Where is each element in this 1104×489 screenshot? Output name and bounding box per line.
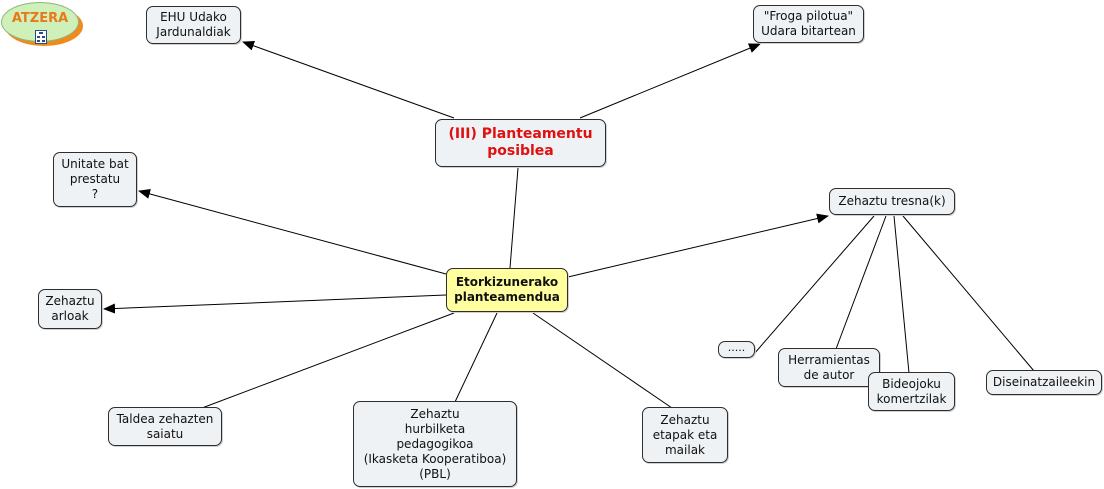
edge-core-taldea — [201, 312, 455, 409]
node-herramientas-de-autor[interactable]: Herramientas de autor — [778, 348, 880, 387]
atzera-back-button[interactable]: ATZERA — [1, 2, 85, 48]
concept-map-icon — [35, 30, 47, 44]
node-zehaztu-tresnak[interactable]: Zehaztu tresna(k) — [829, 188, 955, 215]
edge-core-arloak — [103, 294, 447, 314]
edge-hub-ehu — [242, 41, 455, 119]
node-froga-pilotua[interactable]: "Froga pilotua" Udara bitartean — [753, 5, 864, 43]
node-ellipsis[interactable]: ..... — [718, 341, 755, 358]
node-bideojoku-komertzilak[interactable]: Bideojoku komertzilak — [868, 372, 955, 411]
edge-core-unitate — [138, 189, 447, 275]
edge-tresna-dots — [753, 215, 875, 355]
edge-tresna-herramientas — [835, 215, 887, 350]
back-button-label: ATZERA — [11, 11, 69, 26]
node-zehaztu-arloak[interactable]: Zehaztu arloak — [38, 289, 102, 329]
edge-core-hurbilketa — [454, 312, 498, 403]
edge-tresna-bideojoku — [893, 215, 910, 374]
node-ehu-udako-jardunaldiak[interactable]: EHU Udako Jardunaldiak — [146, 6, 241, 44]
node-zehaztu-hurbilketa-pedagogikoa[interactable]: Zehaztu hurbilketa pedagogikoa (Ikasketa… — [353, 401, 517, 487]
edge-hub-froga — [579, 43, 761, 119]
edge-core-etapak — [532, 312, 673, 409]
edge-tresna-diseinatzaile — [902, 215, 1035, 372]
node-unitate-bat-prestatu[interactable]: Unitate bat prestatu ? — [53, 152, 137, 207]
node-planteamentu-posiblea[interactable]: (III) Planteamentu posiblea — [435, 119, 606, 167]
node-taldea-zehazten-saiatu[interactable]: Taldea zehazten saiatu — [108, 407, 222, 446]
edge-core-tresna — [567, 213, 829, 278]
node-etorkizunerako-planteamendua[interactable]: Etorkizunerako planteamendua — [446, 268, 568, 312]
node-zehaztu-etapak-eta-mailak[interactable]: Zehaztu etapak eta mailak — [642, 407, 728, 463]
node-diseinatzaileekin[interactable]: Diseinatzaileekin — [986, 370, 1102, 395]
edge-core-hub — [509, 167, 519, 269]
